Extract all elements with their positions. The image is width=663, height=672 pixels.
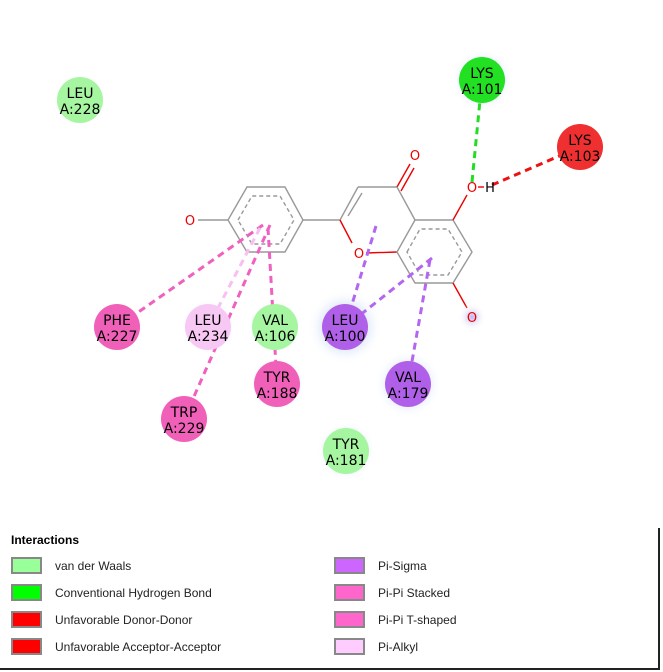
- residue-circle: [185, 304, 231, 350]
- atom-o-ring: O: [354, 247, 364, 262]
- diagram-canvas: LEUA:228LYSA:101LYSA:103PHEA:227LEUA:234…: [57, 48, 603, 481]
- residue-pos: A:106: [255, 329, 296, 345]
- residue-name: PHE: [103, 313, 131, 329]
- residue-circle: [323, 428, 369, 474]
- residue-name: LYS: [568, 133, 591, 149]
- ligand-bonds: [198, 163, 484, 309]
- residue-circle: [254, 361, 300, 407]
- legend-swatch: [334, 557, 365, 574]
- legend-item: Pi-Sigma: [334, 557, 427, 574]
- atom-o-hydroxyl-5: O: [467, 181, 477, 196]
- residue-name: VAL: [262, 313, 288, 329]
- residue-pos: A:188: [257, 386, 298, 402]
- legend-item: Unfavorable Donor-Donor: [11, 611, 192, 628]
- legend-swatch: [334, 611, 365, 628]
- legend-title: Interactions: [11, 533, 80, 547]
- residue-pos: A:181: [326, 453, 367, 469]
- residue-circle: [322, 304, 368, 350]
- legend-label: Pi-Alkyl: [378, 639, 419, 654]
- residue-name: LYS: [470, 66, 493, 82]
- legend-item: Pi-Alkyl: [334, 638, 418, 655]
- interaction-pisigma-leu100: [344, 256, 433, 329]
- residue-pos: A:103: [560, 149, 601, 165]
- legend-item: Conventional Hydrogen Bond: [11, 584, 212, 601]
- legend-swatch: [334, 638, 365, 655]
- atom-o-hydroxyl-7: O: [467, 311, 477, 326]
- residue-name: TRP: [170, 405, 198, 421]
- interaction-pialkyl-leu234: [206, 227, 262, 328]
- atom-h: H: [485, 181, 495, 196]
- legend-label: Unfavorable Donor-Donor: [55, 612, 193, 627]
- residue-pos: A:179: [388, 386, 429, 402]
- legend-item: Pi-Pi T-shaped: [334, 611, 457, 628]
- residue-pos: A:228: [60, 102, 101, 118]
- legend-swatch: [334, 584, 365, 601]
- legend-swatch: [11, 611, 42, 628]
- legend-swatch: [11, 638, 42, 655]
- interaction-pisigma-val179: [406, 259, 432, 385]
- interaction-pipi-phe227: [116, 223, 264, 329]
- residue-circle: [57, 77, 103, 123]
- residue-circle: [459, 57, 505, 103]
- residue-name: TYR: [263, 370, 291, 386]
- legend-item: van der Waals: [11, 557, 131, 574]
- atom-o-hydroxyl-4p: O: [185, 214, 195, 229]
- residue-circle: [94, 304, 140, 350]
- legend-item: Unfavorable Acceptor-Acceptor: [11, 638, 221, 655]
- residue-circle: [557, 124, 603, 170]
- residue-name: LEU: [67, 86, 94, 102]
- residue-circle: [252, 304, 298, 350]
- residue-name: LEU: [332, 313, 359, 329]
- residue-pos: A:101: [462, 82, 503, 98]
- legend-label: Unfavorable Acceptor-Acceptor: [55, 639, 222, 654]
- residue-pos: A:227: [97, 329, 138, 345]
- legend-label: van der Waals: [55, 558, 132, 573]
- interaction-lines: [116, 79, 581, 420]
- residue-name: TYR: [332, 437, 360, 453]
- legend-swatch: [11, 557, 42, 574]
- residue-name: LEU: [195, 313, 222, 329]
- legend-label: Pi-Sigma: [378, 558, 427, 573]
- residue-pos: A:229: [164, 421, 205, 437]
- legend-item: Pi-Pi Stacked: [334, 584, 450, 601]
- residue-name: VAL: [395, 370, 421, 386]
- residue-circle: [161, 396, 207, 442]
- legend-label: Pi-Pi Stacked: [378, 585, 451, 600]
- legend-label: Pi-Pi T-shaped: [378, 612, 457, 627]
- residue-circle: [385, 361, 431, 407]
- atom-o-carbonyl: O: [410, 149, 420, 164]
- solvent-halo: [458, 303, 486, 331]
- legend-swatch: [11, 584, 42, 601]
- legend-label: Conventional Hydrogen Bond: [55, 585, 212, 600]
- residue-pos: A:234: [188, 329, 229, 345]
- interaction-unfav-lys103: [491, 145, 581, 187]
- residue-pos: A:100: [325, 329, 366, 345]
